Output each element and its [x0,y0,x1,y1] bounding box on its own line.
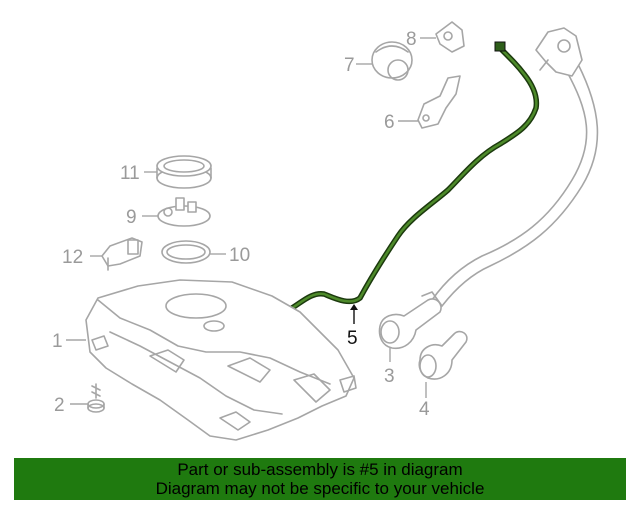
banner-line-disclaimer: Diagram may not be specific to your vehi… [155,479,485,498]
part-6-bracket[interactable] [398,75,461,129]
filler-neck-tube [431,27,599,307]
callout-3: 3 [384,366,395,387]
part-12-sensor[interactable] [90,237,143,271]
part-9-pump-module[interactable] [142,197,211,227]
part-3-hose[interactable] [378,291,443,362]
banner-line-part-info: Part or sub-assembly is #5 in diagram [177,460,463,479]
callout-7: 7 [344,55,355,76]
part-8-bracket[interactable] [420,21,465,53]
part-11-lock-ring[interactable] [144,155,212,189]
part-7-grommet[interactable] [356,41,413,81]
callout-4: 4 [419,399,430,420]
part-10-seal[interactable] [161,240,226,264]
callout-10: 10 [229,245,250,266]
callout-5: 5 [347,328,358,349]
callout-9: 9 [126,207,137,228]
part-2-bolt[interactable] [70,383,105,413]
callout-6: 6 [384,112,395,133]
part-1-fuel-tank[interactable] [66,279,357,441]
parts-diagram: 8 7 6 5 3 [52,21,599,441]
part-5-vent-tube[interactable] [276,41,540,333]
callout-12: 12 [62,247,83,268]
callout-2: 2 [54,395,65,416]
callout-8: 8 [406,29,417,50]
callout-11: 11 [120,163,140,184]
info-banner: Part or sub-assembly is #5 in diagram Di… [14,458,626,500]
callout-1: 1 [52,331,63,352]
part-4-hose[interactable] [418,330,468,398]
